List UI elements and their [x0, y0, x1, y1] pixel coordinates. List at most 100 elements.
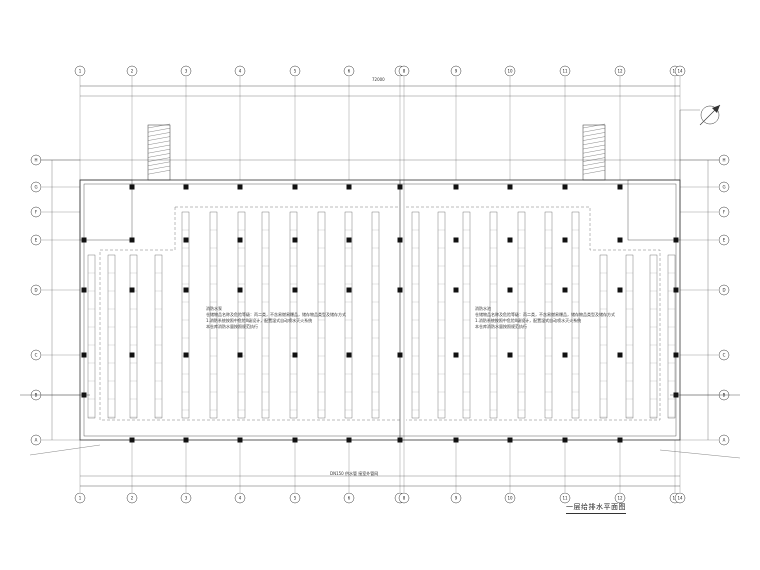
hatch-line — [582, 153, 606, 158]
column — [346, 287, 352, 293]
hatch-line — [147, 123, 171, 129]
rack — [625, 254, 634, 419]
axis-bubble — [559, 492, 571, 504]
rack — [599, 254, 608, 419]
column — [183, 437, 189, 443]
rack — [489, 211, 498, 419]
column — [237, 237, 243, 243]
column — [397, 287, 403, 293]
axis-number: 8 — [403, 496, 406, 501]
axis-number: 11 — [562, 496, 568, 501]
hatch-line — [147, 149, 171, 154]
column — [562, 437, 568, 443]
rack — [181, 211, 190, 419]
top-axis-grid: 1234567891011121314 — [74, 65, 686, 180]
column — [562, 184, 568, 190]
water-pipes — [20, 109, 741, 459]
axis-bubble — [30, 434, 42, 446]
axis-bubble — [674, 492, 686, 504]
column — [507, 437, 513, 443]
axis-bubble — [30, 284, 42, 296]
column — [183, 184, 189, 190]
column — [183, 237, 189, 243]
column — [562, 352, 568, 358]
axis-number: 14 — [677, 496, 683, 501]
hatch-line — [582, 128, 606, 133]
axis-number: 2 — [131, 496, 134, 501]
column — [397, 437, 403, 443]
rack — [209, 211, 218, 419]
column — [507, 237, 513, 243]
column — [507, 287, 513, 293]
axis-bubble — [398, 65, 410, 77]
axis-bubble — [289, 492, 301, 504]
column — [617, 287, 623, 293]
axis-number: 5 — [294, 69, 297, 74]
rack — [544, 211, 553, 419]
rack — [571, 211, 580, 419]
column — [129, 287, 135, 293]
column — [397, 184, 403, 190]
hatch-line — [147, 128, 171, 133]
hatch-line — [582, 149, 606, 154]
axis-number: 11 — [562, 69, 568, 74]
rack — [344, 211, 353, 419]
axis-number: 14 — [677, 69, 683, 74]
axis-bubble — [674, 65, 686, 77]
axis-bubble — [504, 65, 516, 77]
column — [129, 184, 135, 190]
bottom-note: DN150 供水管 接室外管网 — [330, 471, 379, 476]
axis-letter: A — [35, 438, 38, 443]
axis-bubble — [450, 492, 462, 504]
column — [453, 352, 459, 358]
column — [673, 237, 679, 243]
column — [292, 352, 298, 358]
hatch-line — [147, 165, 171, 171]
rack — [437, 211, 446, 419]
hatch-line — [147, 153, 171, 158]
note-left-line: 本仓库消防水量按照规范执行 — [206, 324, 258, 329]
axis-number: 12 — [617, 69, 623, 74]
axis-bubble — [450, 65, 462, 77]
axis-number: 1 — [79, 496, 82, 501]
hatch-line — [582, 157, 606, 162]
column — [673, 352, 679, 358]
column — [397, 237, 403, 243]
column — [617, 184, 623, 190]
axis-number: 3 — [185, 496, 188, 501]
note-left-line: 仓储物品名称及危险等级：丙二类，不含易燃易爆品，储存物品类型及储存方式 — [206, 312, 346, 317]
rack — [371, 211, 380, 419]
axis-number: 1 — [79, 69, 82, 74]
axis-letter: H — [722, 158, 725, 163]
column — [346, 184, 352, 190]
column — [129, 437, 135, 443]
hatch-line — [147, 132, 171, 137]
column — [346, 352, 352, 358]
column — [183, 352, 189, 358]
column — [562, 237, 568, 243]
axis-number: 5 — [294, 496, 297, 501]
note-right: 消防水池 仓储物品名称及危险等级：丙二类，不含易燃易爆品，储存物品类型及储存方式… — [475, 306, 615, 330]
hatch-line — [147, 170, 171, 175]
column — [237, 352, 243, 358]
axis-bubble — [614, 65, 626, 77]
building-outline — [79, 124, 681, 441]
axis-bubble — [126, 492, 138, 504]
axis-number: 4 — [239, 496, 242, 501]
axis-letter: A — [723, 438, 726, 443]
note-left: 消防水泵 仓储物品名称及危险等级：丙二类，不含易燃易爆品，储存物品类型及储存方式… — [206, 306, 346, 330]
axis-bubble — [504, 492, 516, 504]
column — [81, 287, 87, 293]
axis-bubble — [343, 492, 355, 504]
column — [292, 287, 298, 293]
axis-bubble — [30, 181, 42, 193]
structural-columns — [81, 184, 679, 443]
column — [81, 237, 87, 243]
note-left-line: 1.消防系统按照中危险II级设计，配置湿式自动喷水灭火系统 — [206, 318, 313, 323]
hatch-line — [147, 140, 171, 145]
hatch-line — [582, 161, 606, 166]
axis-letter: E — [35, 238, 38, 243]
axis-bubble — [718, 284, 730, 296]
rack — [411, 211, 420, 419]
